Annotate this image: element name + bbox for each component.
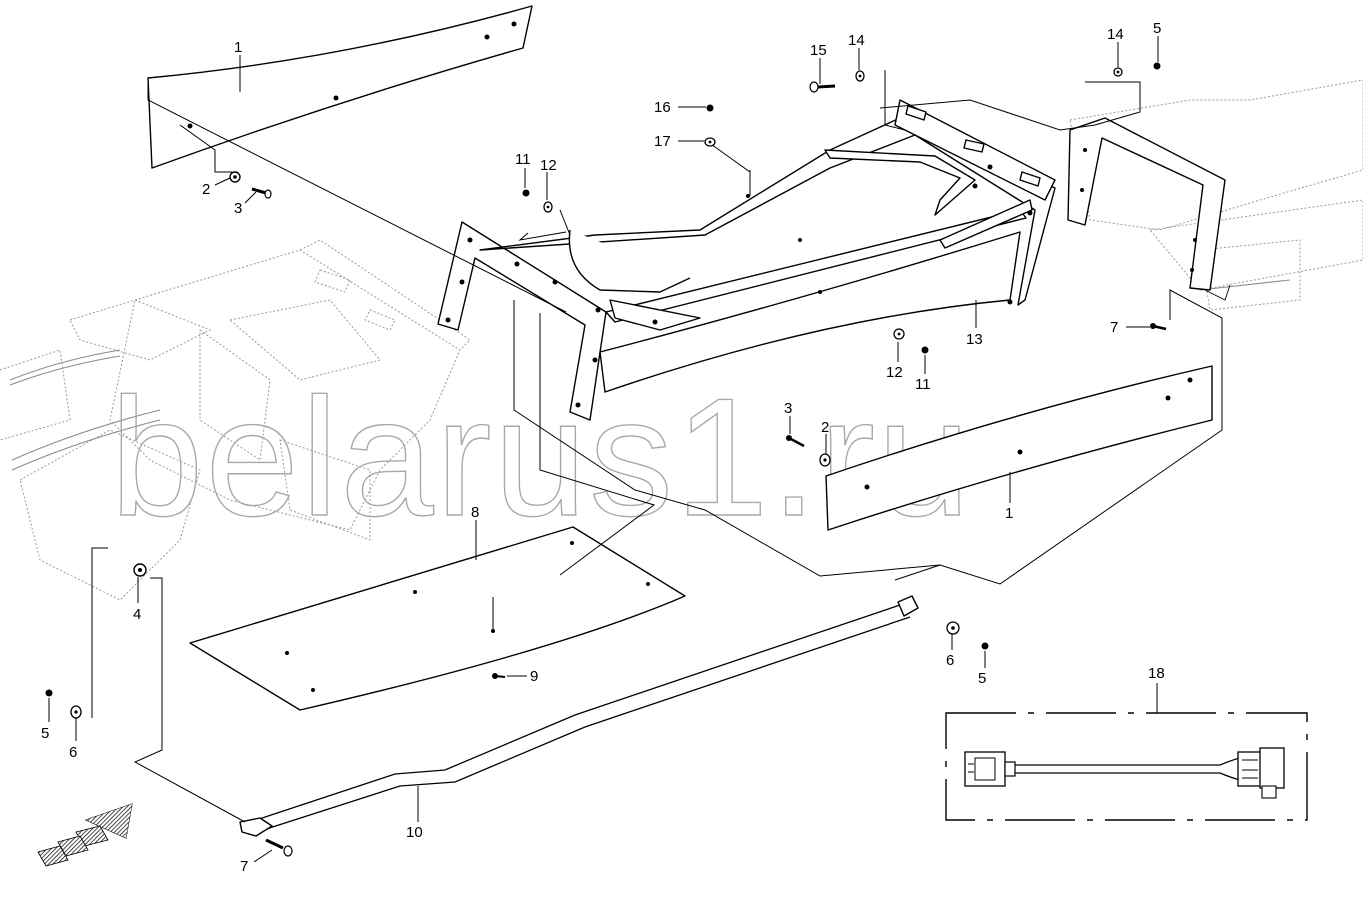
callout-6-left: 6 xyxy=(69,744,77,761)
inset-part-18 xyxy=(945,712,1308,821)
callout-8: 8 xyxy=(471,504,479,521)
washer-2-mid xyxy=(819,453,831,467)
washer-14-top xyxy=(855,70,865,82)
bolt-15 xyxy=(809,81,836,93)
washer-6-left xyxy=(70,705,82,719)
washer-17 xyxy=(704,137,716,147)
callout-2-mid: 2 xyxy=(821,419,829,436)
nut-5-bottom xyxy=(981,642,989,650)
washer-14-right xyxy=(1113,67,1123,77)
callout-18: 18 xyxy=(1148,665,1165,682)
nut-5-left xyxy=(45,689,53,697)
callout-14-right: 14 xyxy=(1107,26,1124,43)
tractor-frame-background xyxy=(0,79,1363,601)
washer-6-bottom xyxy=(946,621,960,635)
callout-1-right: 1 xyxy=(1005,505,1013,522)
part-1-strip-right xyxy=(825,365,1213,531)
washer-12-top xyxy=(543,201,553,213)
right-mounting-bracket xyxy=(1067,117,1231,301)
callout-7-left: 7 xyxy=(240,858,248,875)
connector-right xyxy=(1237,747,1285,799)
bolt-7-left xyxy=(265,838,293,857)
callout-12-top: 12 xyxy=(540,157,557,174)
callout-14-top: 14 xyxy=(848,32,865,49)
nut-16 xyxy=(706,104,714,112)
callout-15: 15 xyxy=(810,42,827,59)
nut-5-top xyxy=(1153,62,1161,70)
part-10-rod xyxy=(239,595,919,837)
bolt-3-left xyxy=(251,187,272,199)
washer-2-left xyxy=(229,171,241,183)
callout-leaders xyxy=(48,36,1159,863)
callout-11-mid: 11 xyxy=(915,376,931,393)
callout-16: 16 xyxy=(654,99,671,116)
callout-5-top: 5 xyxy=(1153,20,1161,37)
washer-12-mid xyxy=(893,328,905,340)
hardware xyxy=(45,62,1167,857)
callout-1-top: 1 xyxy=(234,39,242,56)
part-13-bracket-frame xyxy=(437,99,1056,421)
bolt-9 xyxy=(492,673,506,679)
callout-7-right: 7 xyxy=(1110,319,1118,336)
callout-12-mid: 12 xyxy=(886,364,903,381)
callout-5-bottom: 5 xyxy=(978,670,986,687)
part-1-strip-left xyxy=(147,5,533,169)
nut-11-mid xyxy=(921,346,929,354)
callout-3-left: 3 xyxy=(234,200,242,217)
callout-17: 17 xyxy=(654,133,671,150)
callout-10: 10 xyxy=(406,824,423,841)
bolt-7-right xyxy=(1150,323,1167,331)
direction-arrow-icon xyxy=(37,803,133,867)
callout-6-bottom: 6 xyxy=(946,652,954,669)
callout-5-left: 5 xyxy=(41,725,49,742)
connector-left xyxy=(964,751,1016,787)
washer-4 xyxy=(133,563,147,577)
callout-9: 9 xyxy=(530,668,538,685)
bolt-3-mid xyxy=(786,435,805,448)
callout-4: 4 xyxy=(133,606,141,623)
leader-lines xyxy=(91,70,1223,823)
callout-3-mid: 3 xyxy=(784,400,792,417)
part-8-plate xyxy=(189,526,686,711)
nut-11-top xyxy=(522,189,530,197)
callout-labels: 1 2 3 15 14 16 17 11 12 14 5 13 12 11 7 … xyxy=(41,20,1165,875)
callout-13: 13 xyxy=(966,331,983,348)
callout-11-top: 11 xyxy=(515,151,531,168)
callout-2-left: 2 xyxy=(202,181,210,198)
